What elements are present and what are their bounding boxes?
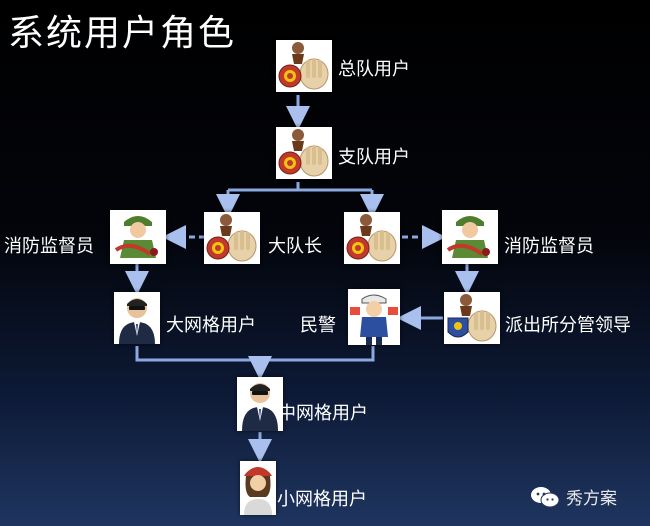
node-small-grid	[240, 461, 276, 515]
firefighter-icon	[442, 210, 498, 264]
node-police	[348, 289, 400, 345]
label-police: 民警	[300, 315, 336, 336]
police-officer-icon	[348, 289, 400, 345]
wechat-icon	[531, 486, 560, 507]
label-supervisor-right: 消防监督员	[504, 236, 594, 257]
cardholder-badge-icon	[204, 212, 260, 264]
cardholder-badge-icon	[344, 212, 400, 264]
node-big-grid	[114, 292, 160, 344]
label-zongdui: 总队用户	[338, 59, 410, 80]
node-supervisor-right	[442, 210, 498, 264]
woman-cap-icon	[240, 461, 276, 515]
businessman-icon	[114, 292, 160, 344]
cardholder-police-badge-icon	[444, 292, 500, 344]
watermark-text: 秀方案	[566, 489, 617, 509]
businessman-icon	[237, 377, 283, 431]
label-big-grid: 大网格用户	[166, 315, 256, 336]
node-zhidui	[276, 127, 332, 179]
connector-police-merge	[260, 346, 375, 362]
connector-biggrid-merge	[135, 346, 260, 362]
node-dadui-left	[204, 212, 260, 264]
label-dadui: 大队长	[268, 236, 322, 257]
label-zhidui: 支队用户	[338, 147, 410, 168]
watermark: 秀方案	[530, 484, 617, 509]
diagram-title: 系统用户角色	[8, 13, 237, 54]
node-station-leader	[444, 292, 500, 344]
cardholder-badge-icon	[276, 127, 332, 179]
label-small-grid: 小网格用户	[277, 489, 367, 510]
node-dadui-right	[344, 212, 400, 264]
node-supervisor-left	[110, 210, 166, 264]
cardholder-badge-icon	[276, 40, 332, 92]
firefighter-icon	[110, 210, 166, 264]
node-mid-grid	[237, 377, 283, 431]
label-supervisor-left: 消防监督员	[4, 236, 94, 257]
label-station-leader: 派出所分管领导	[505, 315, 631, 336]
label-mid-grid: 中网格用户	[278, 403, 368, 424]
node-zongdui	[276, 40, 332, 92]
